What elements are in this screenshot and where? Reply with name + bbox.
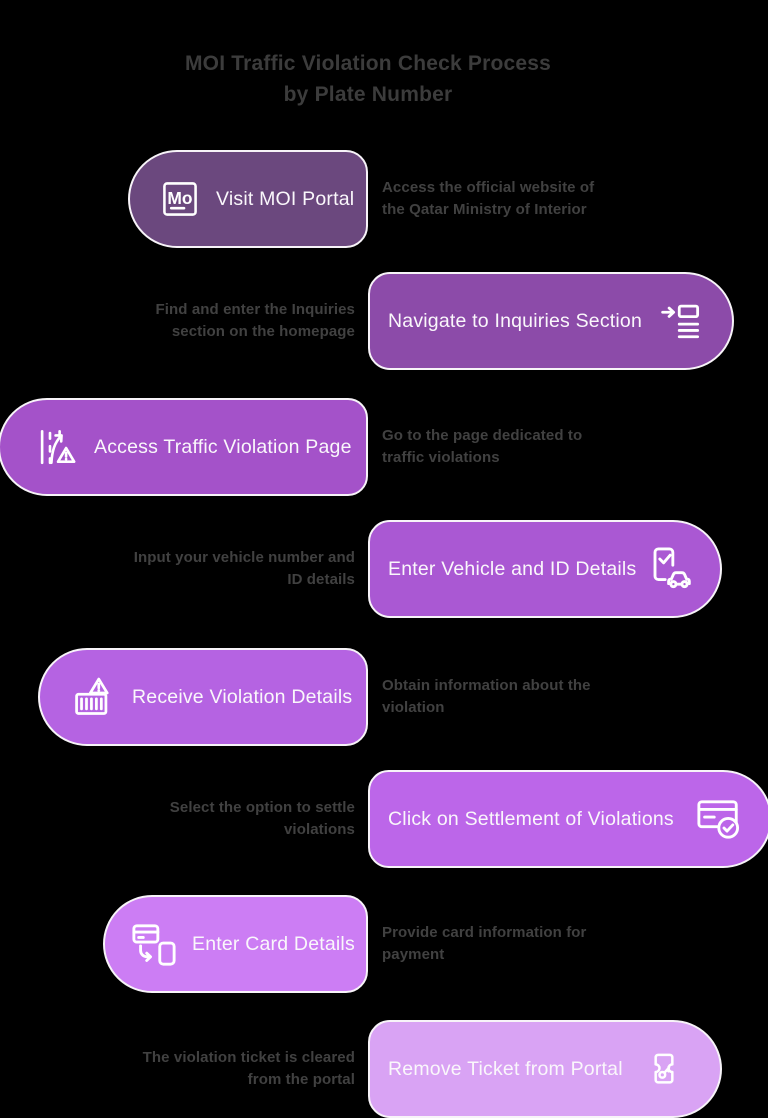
step-pill-enter-card-details: Enter Card Details <box>103 895 368 993</box>
moi-logo-icon: Mo <box>158 177 202 221</box>
step-description: Access the official website of the Qatar… <box>382 179 595 218</box>
step-label: Visit MOI Portal <box>216 187 355 210</box>
ticket-key-icon <box>644 1049 684 1089</box>
step-label: Access Traffic Violation Page <box>94 435 352 458</box>
step-pill-access-violation-page: Access Traffic Violation Page <box>0 398 368 496</box>
step-pill-settlement-violations: Click on Settlement of Violations <box>368 770 768 868</box>
road-warning-icon <box>36 426 78 468</box>
page-title-line2: by Plate Number <box>283 83 453 106</box>
step-label: Receive Violation Details <box>132 685 353 708</box>
step-description: Input your vehicle number and ID details <box>133 549 355 588</box>
card-check-icon <box>696 796 742 842</box>
step-description: Find and enter the Inquiries section on … <box>155 301 355 340</box>
step-pill-receive-violation-details: Receive Violation Details <box>38 648 368 746</box>
page-title-line1: MOI Traffic Violation Check Process <box>184 52 552 75</box>
step-pill-visit-moi-portal: Mo Visit MOI Portal <box>128 150 368 248</box>
step-description: Provide card information for payment <box>382 924 587 963</box>
step-label: Navigate to Inquiries Section <box>388 309 643 332</box>
card-phone-swap-icon <box>131 921 177 967</box>
step-pill-navigate-inquiries: Navigate to Inquiries Section <box>368 272 734 370</box>
step-label: Enter Vehicle and ID Details <box>388 557 637 580</box>
step-label: Remove Ticket from Portal <box>388 1057 623 1080</box>
step-label: Enter Card Details <box>192 932 355 955</box>
step-label: Click on Settlement of Violations <box>388 807 674 830</box>
step-description: Obtain information about the violation <box>382 677 591 716</box>
inquiries-list-icon <box>660 300 702 342</box>
step-pill-enter-vehicle-id: Enter Vehicle and ID Details <box>368 520 722 618</box>
barcode-warning-icon <box>72 675 116 719</box>
step-description: Go to the page dedicated to traffic viol… <box>382 427 583 466</box>
step-pill-remove-ticket: Remove Ticket from Portal <box>368 1020 722 1118</box>
step-description: The violation ticket is cleared from the… <box>142 1049 355 1088</box>
page-title: MOI Traffic Violation Check Process by P… <box>0 48 736 110</box>
step-description: Select the option to settle violations <box>169 799 355 838</box>
vehicle-id-icon <box>646 546 692 592</box>
svg-text:Mo: Mo <box>167 188 192 208</box>
